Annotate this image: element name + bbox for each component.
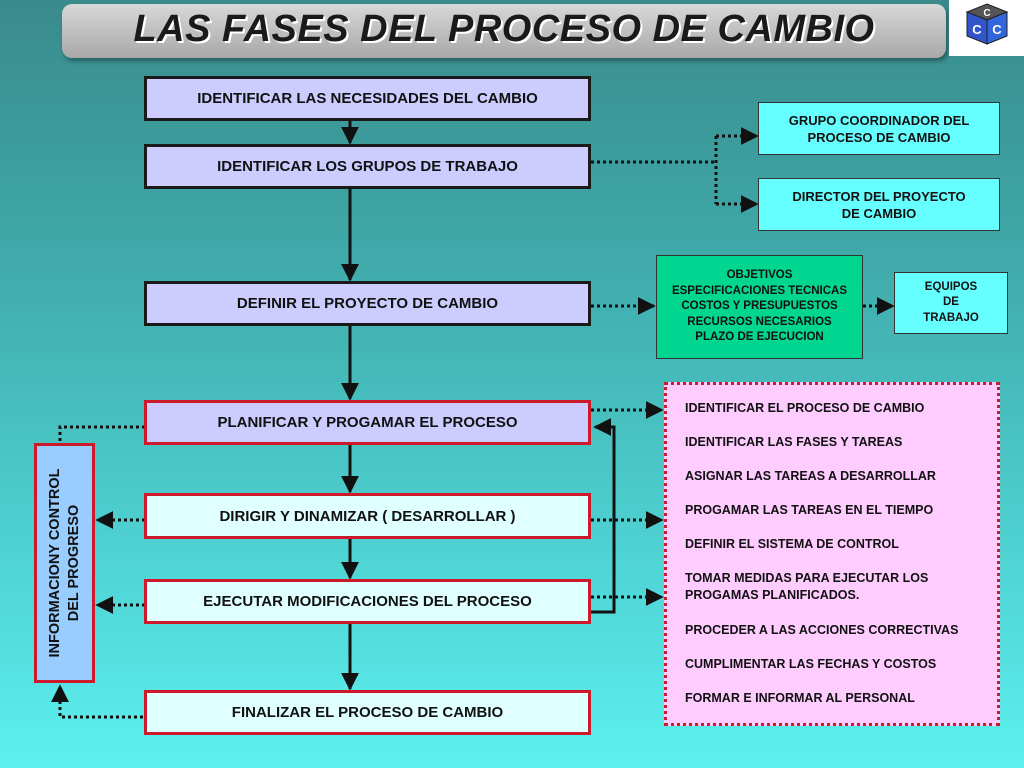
step-label: FINALIZAR EL PROCESO DE CAMBIO xyxy=(231,704,504,721)
group-label: DE CAMBIO xyxy=(841,205,917,221)
groups-connector xyxy=(591,127,759,213)
step-label: IDENTIFICAR LAS NECESIDADES DEL CAMBIO xyxy=(197,90,538,107)
step-label: DIRIGIR Y DINAMIZAR ( DESARROLLAR ) xyxy=(219,507,516,525)
page-title: LAS FASES DEL PROCESO DE CAMBIO xyxy=(133,8,875,50)
group-label: DIRECTOR DEL PROYECTO xyxy=(792,188,966,204)
definition-item: OBJETIVOS xyxy=(726,269,793,282)
step-execute-modifications: EJECUTAR MODIFICACIONES DEL PROCESO xyxy=(144,579,591,624)
svg-text:C: C xyxy=(983,8,990,19)
step-label: DEFINIR EL PROYECTO DE CAMBIO xyxy=(236,295,499,312)
teams-label: DE xyxy=(943,296,959,309)
step-label: EJECUTAR MODIFICACIONES DEL PROCESO xyxy=(203,593,532,610)
progress-control-box: INFORMACIONY CONTROL DEL PROGRESO xyxy=(34,443,95,683)
progress-line: INFORMACIONY CONTROL xyxy=(46,468,63,658)
teams-label: TRABAJO xyxy=(923,311,979,324)
progress-connector xyxy=(51,425,145,719)
planning-tasks-box: IDENTIFICAR EL PROCESO DE CAMBIO IDENTIF… xyxy=(664,382,1000,726)
task-item: TOMAR MEDIDAS PARA EJECUTAR LOS xyxy=(685,571,929,585)
work-teams-box: EQUIPOS DE TRABAJO xyxy=(894,272,1008,334)
task-item: CUMPLIMENTAR LAS FECHAS Y COSTOS xyxy=(685,657,937,671)
group-label: GRUPO COORDINADOR DEL xyxy=(788,112,970,128)
step-define-project: DEFINIR EL PROYECTO DE CAMBIO xyxy=(144,281,591,326)
step-finalize: FINALIZAR EL PROCESO DE CAMBIO xyxy=(144,690,591,735)
step-identify-needs: IDENTIFICAR LAS NECESIDADES DEL CAMBIO xyxy=(144,76,591,121)
definition-item: PLAZO DE EJECUCION xyxy=(695,331,824,344)
svg-text:C: C xyxy=(992,22,1002,37)
step-label: PLANIFICAR Y PROGAMAR EL PROCESO xyxy=(217,414,518,431)
task-item: IDENTIFICAR EL PROCESO DE CAMBIO xyxy=(685,401,925,415)
task-item: ASIGNAR LAS TAREAS A DESARROLLAR xyxy=(685,469,936,483)
task-item: DEFINIR EL SISTEMA DE CONTROL xyxy=(685,537,899,551)
task-item: IDENTIFICAR LAS FASES Y TAREAS xyxy=(685,435,903,449)
progress-line: DEL PROGRESO xyxy=(65,504,82,622)
step-plan-program: PLANIFICAR Y PROGAMAR EL PROCESO xyxy=(144,400,591,445)
definition-item: ESPECIFICACIONES TECNICAS xyxy=(671,284,848,297)
task-item: PROGAMAR LAS TAREAS EN EL TIEMPO xyxy=(685,503,934,517)
task-item: FORMAR E INFORMAR AL PERSONAL xyxy=(685,691,915,705)
group-coordinator: GRUPO COORDINADOR DEL PROCESO DE CAMBIO xyxy=(758,102,1000,155)
step-direct-develop: DIRIGIR Y DINAMIZAR ( DESARROLLAR ) xyxy=(144,493,591,539)
group-label: PROCESO DE CAMBIO xyxy=(807,129,951,145)
task-item: PROGAMAS PLANIFICADOS. xyxy=(685,588,860,602)
tasks-connector xyxy=(591,401,664,606)
logo: C C C xyxy=(949,0,1024,56)
title-banner: LAS FASES DEL PROCESO DE CAMBIO xyxy=(62,4,946,58)
cube-logo-icon: C C C xyxy=(965,3,1009,45)
project-definition-box: OBJETIVOS ESPECIFICACIONES TECNICAS COST… xyxy=(656,255,863,359)
progress-control-label: INFORMACIONY CONTROL DEL PROGRESO xyxy=(46,468,84,657)
feedback-loop xyxy=(591,418,616,614)
step-label: IDENTIFICAR LOS GRUPOS DE TRABAJO xyxy=(217,158,518,175)
task-item: PROCEDER A LAS ACCIONES CORRECTIVAS xyxy=(685,623,959,637)
definition-item: RECURSOS NECESARIOS xyxy=(687,315,832,328)
teams-label: EQUIPOS xyxy=(924,280,978,293)
svg-text:C: C xyxy=(972,22,982,37)
step-identify-groups: IDENTIFICAR LOS GRUPOS DE TRABAJO xyxy=(144,144,591,189)
definition-item: COSTOS Y PRESUPUESTOS xyxy=(681,300,838,313)
project-director: DIRECTOR DEL PROYECTO DE CAMBIO xyxy=(758,178,1000,231)
